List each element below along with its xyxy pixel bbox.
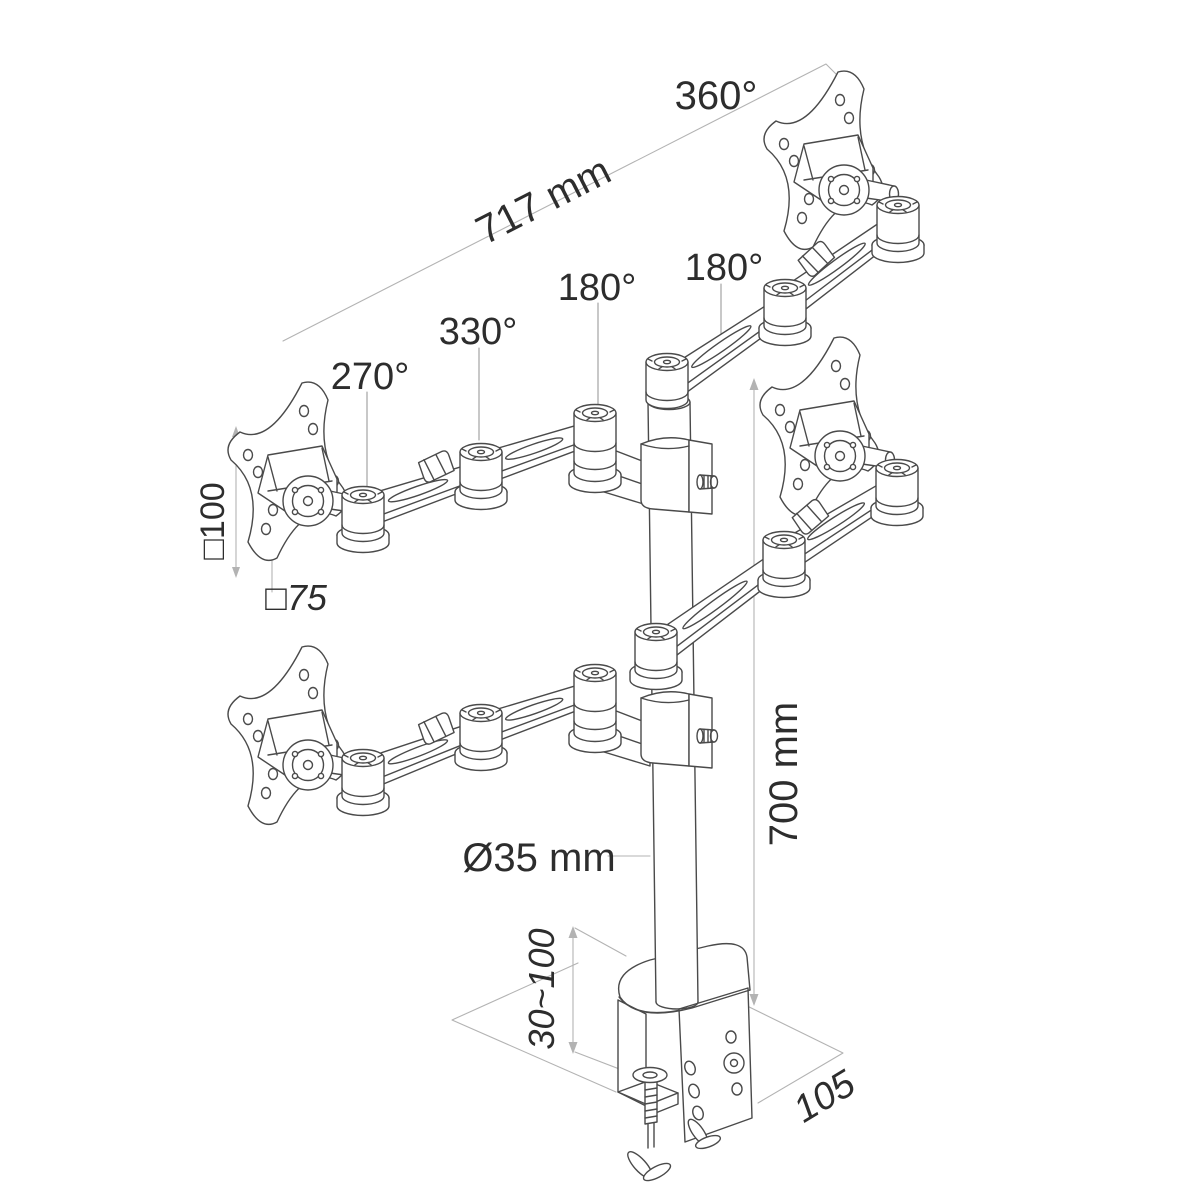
label-clamp-range: 30~100: [521, 928, 562, 1049]
label-rotation-180-right: 180°: [685, 247, 764, 289]
label-pole-height: 700 mm: [762, 702, 806, 847]
label-rotation-330: 330°: [439, 311, 518, 353]
clamp-handle-left-b: [642, 1162, 672, 1182]
clamp-washer-center: [642, 1071, 658, 1079]
arrow-clamp-top: [568, 926, 578, 938]
pivot-joint: [871, 460, 923, 526]
pivot-joint: [630, 624, 682, 690]
clamp-hole: [684, 1060, 696, 1076]
clamp-hole: [692, 1105, 704, 1121]
label-clamp-depth: 105: [787, 1062, 864, 1131]
clamp-handle-right-b: [694, 1134, 722, 1150]
pole-collar-lower: [640, 691, 719, 769]
arrow-vesa100-bottom: [232, 567, 240, 578]
label-pole-diameter: Ø35 mm: [462, 836, 615, 880]
arrow-700-bottom: [749, 994, 759, 1006]
product-drawing: [227, 70, 924, 1182]
clamp-screw-thread: [644, 1087, 658, 1119]
pivot-joint: [569, 665, 621, 753]
label-rotation-180-left: 180°: [558, 267, 637, 309]
label-vesa-100: □100: [194, 482, 232, 559]
clamp-hole: [688, 1083, 700, 1099]
pole-collar-upper: [640, 437, 719, 515]
label-rotation-360: 360°: [675, 74, 758, 118]
clamp-hole-large-center: [729, 1058, 739, 1068]
label-rotation-270: 270°: [331, 356, 410, 398]
arrow-clamp-bottom: [568, 1042, 578, 1054]
clamp-hole: [731, 1082, 743, 1096]
label-arm-span: 717 mm: [469, 148, 618, 253]
pivot-joint: [337, 487, 389, 553]
pivot-joint: [455, 705, 507, 771]
label-vesa-75: □75: [265, 577, 328, 618]
pivot-joint: [759, 280, 811, 346]
pivot-joint: [646, 354, 688, 409]
clamp-hole: [725, 1030, 737, 1044]
dimension-labels: 360° 717 mm 180° 180° 330° 270° □100 □75…: [194, 74, 863, 1131]
witness-desk-left: [451, 962, 617, 1093]
pivot-joint: [337, 750, 389, 816]
pole-base: [655, 1001, 699, 1010]
pivot-joint: [455, 444, 507, 510]
clamp-screw-stem: [647, 1122, 655, 1149]
clamp-body-face: [678, 987, 753, 1143]
pivot-joint: [872, 197, 924, 263]
clamp-front-rim: [618, 989, 751, 1014]
arrow-700-top: [749, 378, 759, 390]
pivot-joint: [569, 405, 621, 493]
pivot-joint: [758, 532, 810, 598]
